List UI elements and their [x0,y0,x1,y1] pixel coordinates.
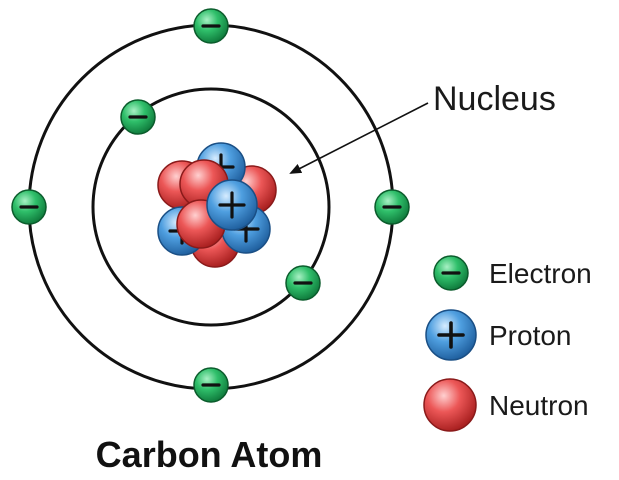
electron-particle [374,189,410,225]
legend: Electron Proton Neutron [423,255,592,432]
legend-item-neutron: Neutron [423,378,589,432]
legend-item-electron: Electron [433,255,592,291]
legend-item-proton: Proton [425,309,572,361]
diagram-title: Carbon Atom [96,434,323,475]
legend-label-proton: Proton [489,320,572,351]
callout-arrow [289,102,429,174]
electron-particle [285,265,321,301]
nucleus [157,142,277,268]
electron-particle [120,99,156,135]
nucleus-label: Nucleus [433,80,556,118]
neutron-legend-icon [423,378,477,432]
legend-label-neutron: Neutron [489,390,589,421]
nucleus-callout: Nucleus [289,80,556,174]
electron-legend-icon [433,255,469,291]
electron-particle [193,367,229,403]
electrons [11,8,410,403]
inner-orbit [91,87,331,327]
electron-particle [11,189,47,225]
legend-label-electron: Electron [489,258,592,289]
proton-legend-icon [425,309,477,361]
electron-particle [193,8,229,44]
proton-particle [206,179,258,231]
